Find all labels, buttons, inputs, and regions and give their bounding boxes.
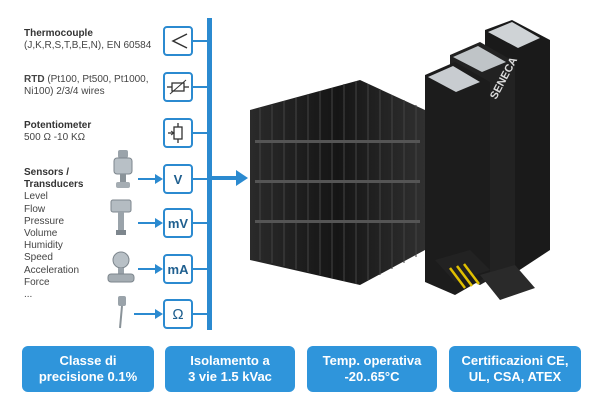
sensors-list: Sensors / Transducers Level Flow Pressur… xyxy=(24,167,83,301)
flow-meter-icon xyxy=(107,251,135,283)
main-arrow-icon xyxy=(236,170,248,186)
badge-line: Classe di xyxy=(59,353,117,368)
signal-conditioner-modules-image: SENECA xyxy=(250,20,550,300)
millivolt-symbol: mV xyxy=(163,208,193,238)
rtd-title: RTD xyxy=(24,74,45,85)
connector-line xyxy=(193,40,209,42)
thermocouple-title: Thermocouple xyxy=(24,28,93,39)
thermocouple-label: Thermocouple (J,K,R,S,T,B,E,N), EN 60584 xyxy=(24,28,151,52)
sensor-item: Humidity xyxy=(24,240,63,252)
arrow-icon xyxy=(155,264,163,274)
milliamp-symbol: mA xyxy=(163,254,193,284)
thermocouple-types: (J,K,R,S,T,B,E,N), EN 60584 xyxy=(24,40,152,51)
rtd-symbol xyxy=(163,72,193,102)
voltage-symbol: V xyxy=(163,164,193,194)
potentiometer-symbol xyxy=(163,118,193,148)
sensor-line xyxy=(138,178,156,180)
ohm-symbol: Ω xyxy=(163,299,193,329)
arrow-icon xyxy=(155,174,163,184)
connector-line xyxy=(193,132,209,134)
sensors-title-1: Sensors / xyxy=(24,167,70,178)
badge-line: -20..65°C xyxy=(344,369,400,384)
sensor-item: Level xyxy=(24,191,48,203)
probe-icon xyxy=(118,296,126,329)
sensor-line xyxy=(134,313,156,315)
badge-line: Certificazioni CE, xyxy=(461,353,569,368)
connector-line xyxy=(193,86,209,88)
connector-plug-image xyxy=(435,250,535,300)
potentiometer-range: 500 Ω -10 KΩ xyxy=(24,132,86,143)
badge-line: precisione 0.1% xyxy=(38,369,138,384)
badge-line: UL, CSA, ATEX xyxy=(468,369,562,384)
connector-line xyxy=(193,268,209,270)
badge-line: 3 vie 1.5 kVac xyxy=(188,369,272,384)
sensor-item: Speed xyxy=(24,252,53,264)
potentiometer-label: Potentiometer 500 Ω -10 KΩ xyxy=(24,120,91,144)
connector-line xyxy=(193,222,209,224)
rtd-types-1: (Pt100, Pt500, Pt1000, xyxy=(47,74,149,85)
potentiometer-icon xyxy=(168,123,183,143)
sensor-line xyxy=(138,222,156,224)
sensor-item: ... xyxy=(24,289,33,301)
badge-line: Temp. operativa xyxy=(322,353,422,368)
pressure-sensor-icon xyxy=(113,150,133,188)
thermocouple-icon xyxy=(171,33,188,49)
sensor-item: Flow xyxy=(24,203,46,215)
connector-line xyxy=(193,178,209,180)
certifications-badge: Certificazioni CE,UL, CSA, ATEX xyxy=(449,346,581,392)
rtd-label: RTD (Pt100, Pt500, Pt1000, Ni100) 2/3/4 … xyxy=(24,74,149,98)
connector-line xyxy=(193,313,209,315)
rtd-icon xyxy=(167,79,189,95)
sensor-item: Pressure xyxy=(24,215,65,227)
temperature-badge: Temp. operativa-20..65°C xyxy=(307,346,437,392)
sensor-item: Volume xyxy=(24,228,58,240)
main-arrow-line xyxy=(212,176,238,180)
rtd-types-2: Ni100) 2/3/4 wires xyxy=(24,86,105,97)
arrow-icon xyxy=(155,309,163,319)
arrow-icon xyxy=(155,218,163,228)
potentiometer-title: Potentiometer xyxy=(24,120,92,131)
sensor-line xyxy=(138,268,156,270)
sensors-title-2: Transducers xyxy=(24,179,84,191)
sensor-item: Acceleration xyxy=(24,264,80,276)
transducer-icon xyxy=(110,199,132,235)
sensor-item: Force xyxy=(24,276,50,288)
input-bus-bar xyxy=(207,18,212,330)
badge-line: Isolamento a xyxy=(190,353,270,368)
thermocouple-symbol xyxy=(163,26,193,56)
